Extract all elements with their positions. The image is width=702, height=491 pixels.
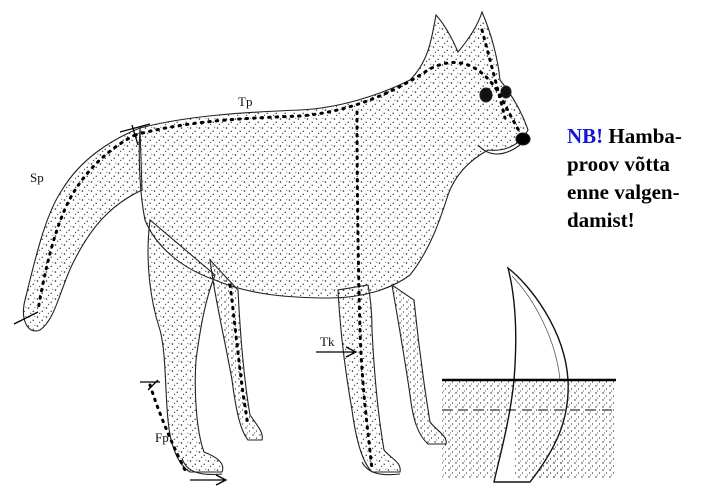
wolf-far-front-leg [392, 285, 446, 444]
shoulder-height-label: Tk [320, 334, 335, 349]
note-line-3: enne valgen- [567, 180, 680, 204]
tooth-root-stipple [514, 380, 566, 478]
wolf-left-eye [480, 88, 492, 102]
hind-foot-label: Fp [155, 430, 169, 445]
wolf-tail [23, 128, 142, 331]
note-highlight: NB! [567, 124, 603, 148]
wolf-right-eye [501, 86, 511, 98]
tooth-sample-note: NB! Hamba- proov võtta enne valgen- dami… [567, 122, 699, 234]
body-length-label: Tp [238, 94, 252, 109]
tail-length-label: Sp [30, 170, 44, 185]
note-line-4: damist! [567, 208, 635, 232]
note-line-2: proov võtta [567, 152, 670, 176]
wolf-body [139, 12, 528, 298]
tooth-inset [442, 268, 616, 482]
note-line-1: Hamba- [608, 124, 682, 148]
hind-foot-arrow [190, 475, 226, 485]
